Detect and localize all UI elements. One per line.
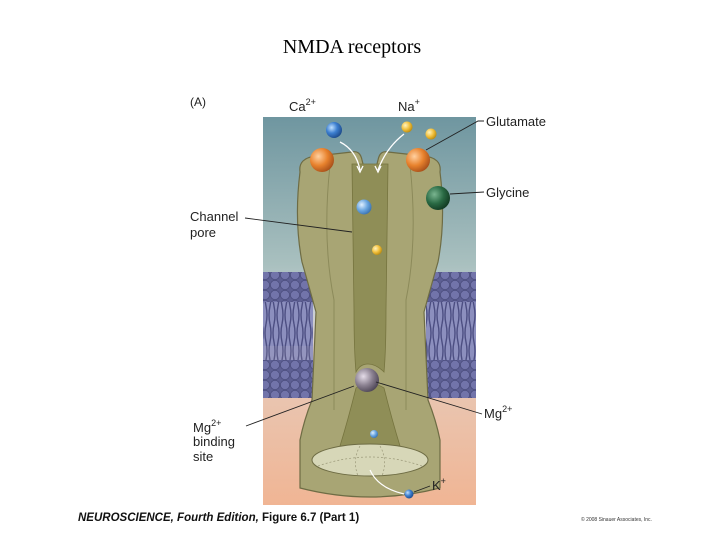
magnesium-label: Mg2+ [484,404,512,421]
calcium-label: Ca2+ [289,97,316,114]
membrane-left [263,272,313,398]
mg-site-leader [245,385,355,427]
glutamate-leader [425,120,484,151]
membrane-right [426,272,476,398]
sodium-ion-1 [401,121,413,133]
magnesium-ion [355,368,379,392]
intracellular-opening [311,443,429,477]
sodium-ion-in-pore [372,245,382,255]
na-entry-arrow [377,133,405,171]
potassium-ion [404,489,414,499]
book-title: NEUROSCIENCE, Fourth Edition, [78,512,259,524]
glycine-ligand [426,186,450,210]
mg-right-leader [375,381,483,415]
potassium-label: K+ [432,476,446,493]
subunit-line-right [405,164,414,410]
copyright-notice: © 2008 Sinauer Associates, Inc. [581,517,652,523]
channel-pore [351,163,389,374]
channel-pore-leader [244,217,353,233]
glutamate-label: Glutamate [486,114,546,129]
figure-reference: Figure 6.7 (Part 1) [262,512,360,524]
subunit-line-left [326,164,335,410]
k-exit-arrow [369,469,405,495]
glutamate-ligand-left [310,148,334,172]
sodium-ion-2 [425,128,437,140]
potassium-ion-inner [370,430,378,438]
channel-pore-label: Channel pore [190,209,242,240]
glycine-leader [449,191,485,195]
glutamate-ligand-right [406,148,430,172]
glycine-label: Glycine [486,185,529,200]
sodium-label: Na+ [398,97,420,114]
footer-caption: NEUROSCIENCE, Fourth Edition, Figure 6.7… [78,512,359,524]
panel-label: (A) [190,95,206,109]
ca-entry-arrow [339,141,361,171]
calcium-ion [326,122,342,138]
mg-binding-site-label: Mg2+ binding site [193,414,239,464]
slide-title: NMDA receptors [282,36,422,58]
calcium-ion-in-pore [356,199,372,215]
k-leader [413,485,431,493]
